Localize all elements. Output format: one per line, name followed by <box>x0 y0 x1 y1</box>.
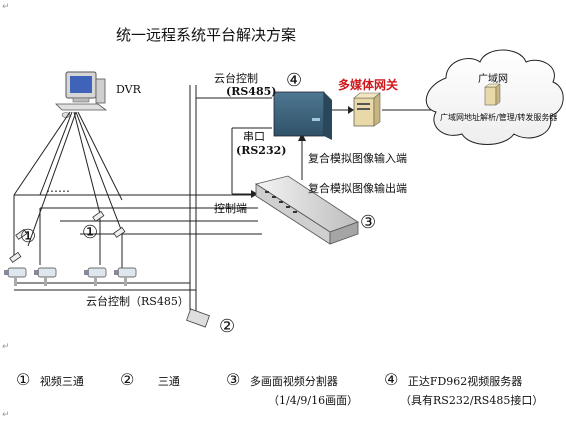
legend-sub-4: （具有RS232/RS485接口） <box>400 394 544 407</box>
video-server-icon <box>273 91 332 140</box>
video-cables <box>13 85 448 316</box>
return-mark-top: ↵ <box>2 2 10 12</box>
legend-marker-3: ③ <box>226 370 241 389</box>
rs485-label: (RS485) <box>226 85 277 98</box>
legend-text-3: 多画面视频分割器 <box>249 375 338 388</box>
page-title: 统一远程系统平台解决方案 <box>116 26 297 44</box>
gateway-server-icon <box>353 92 381 127</box>
dvr-computer-icon <box>55 71 108 118</box>
legend-item-4: ④ 正达FD962视频服务器 <box>384 370 522 389</box>
dvr-label: DVR <box>116 83 141 96</box>
legend-marker-4: ④ <box>384 370 399 389</box>
wan-server-icon <box>484 83 501 106</box>
legend-marker-1: ① <box>16 370 31 389</box>
marker-1-left: ① <box>20 226 36 247</box>
serial-port-label: 串口 <box>243 130 265 143</box>
marker-3: ③ <box>360 212 376 233</box>
arrow-marks <box>251 106 354 198</box>
video-tee-icons <box>9 210 126 263</box>
camera-icons <box>4 267 137 286</box>
wan-server-label: 广域网地址解析/管理/转发服务器 <box>440 113 558 122</box>
legend-item-3: ③ 多画面视频分割器 <box>226 370 338 389</box>
marker-1-right: ① <box>82 222 98 243</box>
tee-icon <box>186 308 210 328</box>
legend-item-1: ① 视频三通 <box>16 370 84 389</box>
marker-group: ① ① ② ③ ④ <box>20 70 376 337</box>
composite-in-label: 复合模拟图像输入端 <box>308 152 407 165</box>
return-mark-bottom: ↵ <box>2 410 10 420</box>
multimedia-gateway-label: 多媒体网关 <box>338 78 399 92</box>
ptz-rs485-bottom-label: 云台控制（RS485） <box>86 295 189 308</box>
legend-sub-3: （1/4/9/16画面） <box>268 394 359 407</box>
control-end-label: 控制端 <box>214 202 247 215</box>
wan-label: 广域网 <box>478 74 508 85</box>
legend-marker-2: ② <box>120 370 135 389</box>
composite-out-label: 复合模拟图像输出端 <box>308 182 407 195</box>
legend-text-4: 正达FD962视频服务器 <box>407 375 523 388</box>
ptz-control-label: 云台控制 <box>214 72 258 85</box>
legend-text-1: 视频三通 <box>39 375 84 388</box>
marker-4: ④ <box>286 70 302 91</box>
marker-2: ② <box>219 316 235 337</box>
rs232-label: (RS232) <box>236 144 287 157</box>
legend-text-2: 三通 <box>157 375 180 388</box>
return-mark-mid: ↵ <box>2 342 10 352</box>
legend-item-2: ② 三通 <box>120 370 180 389</box>
ellipsis-text: …… <box>46 181 70 195</box>
video-splitter-icon <box>255 175 359 245</box>
